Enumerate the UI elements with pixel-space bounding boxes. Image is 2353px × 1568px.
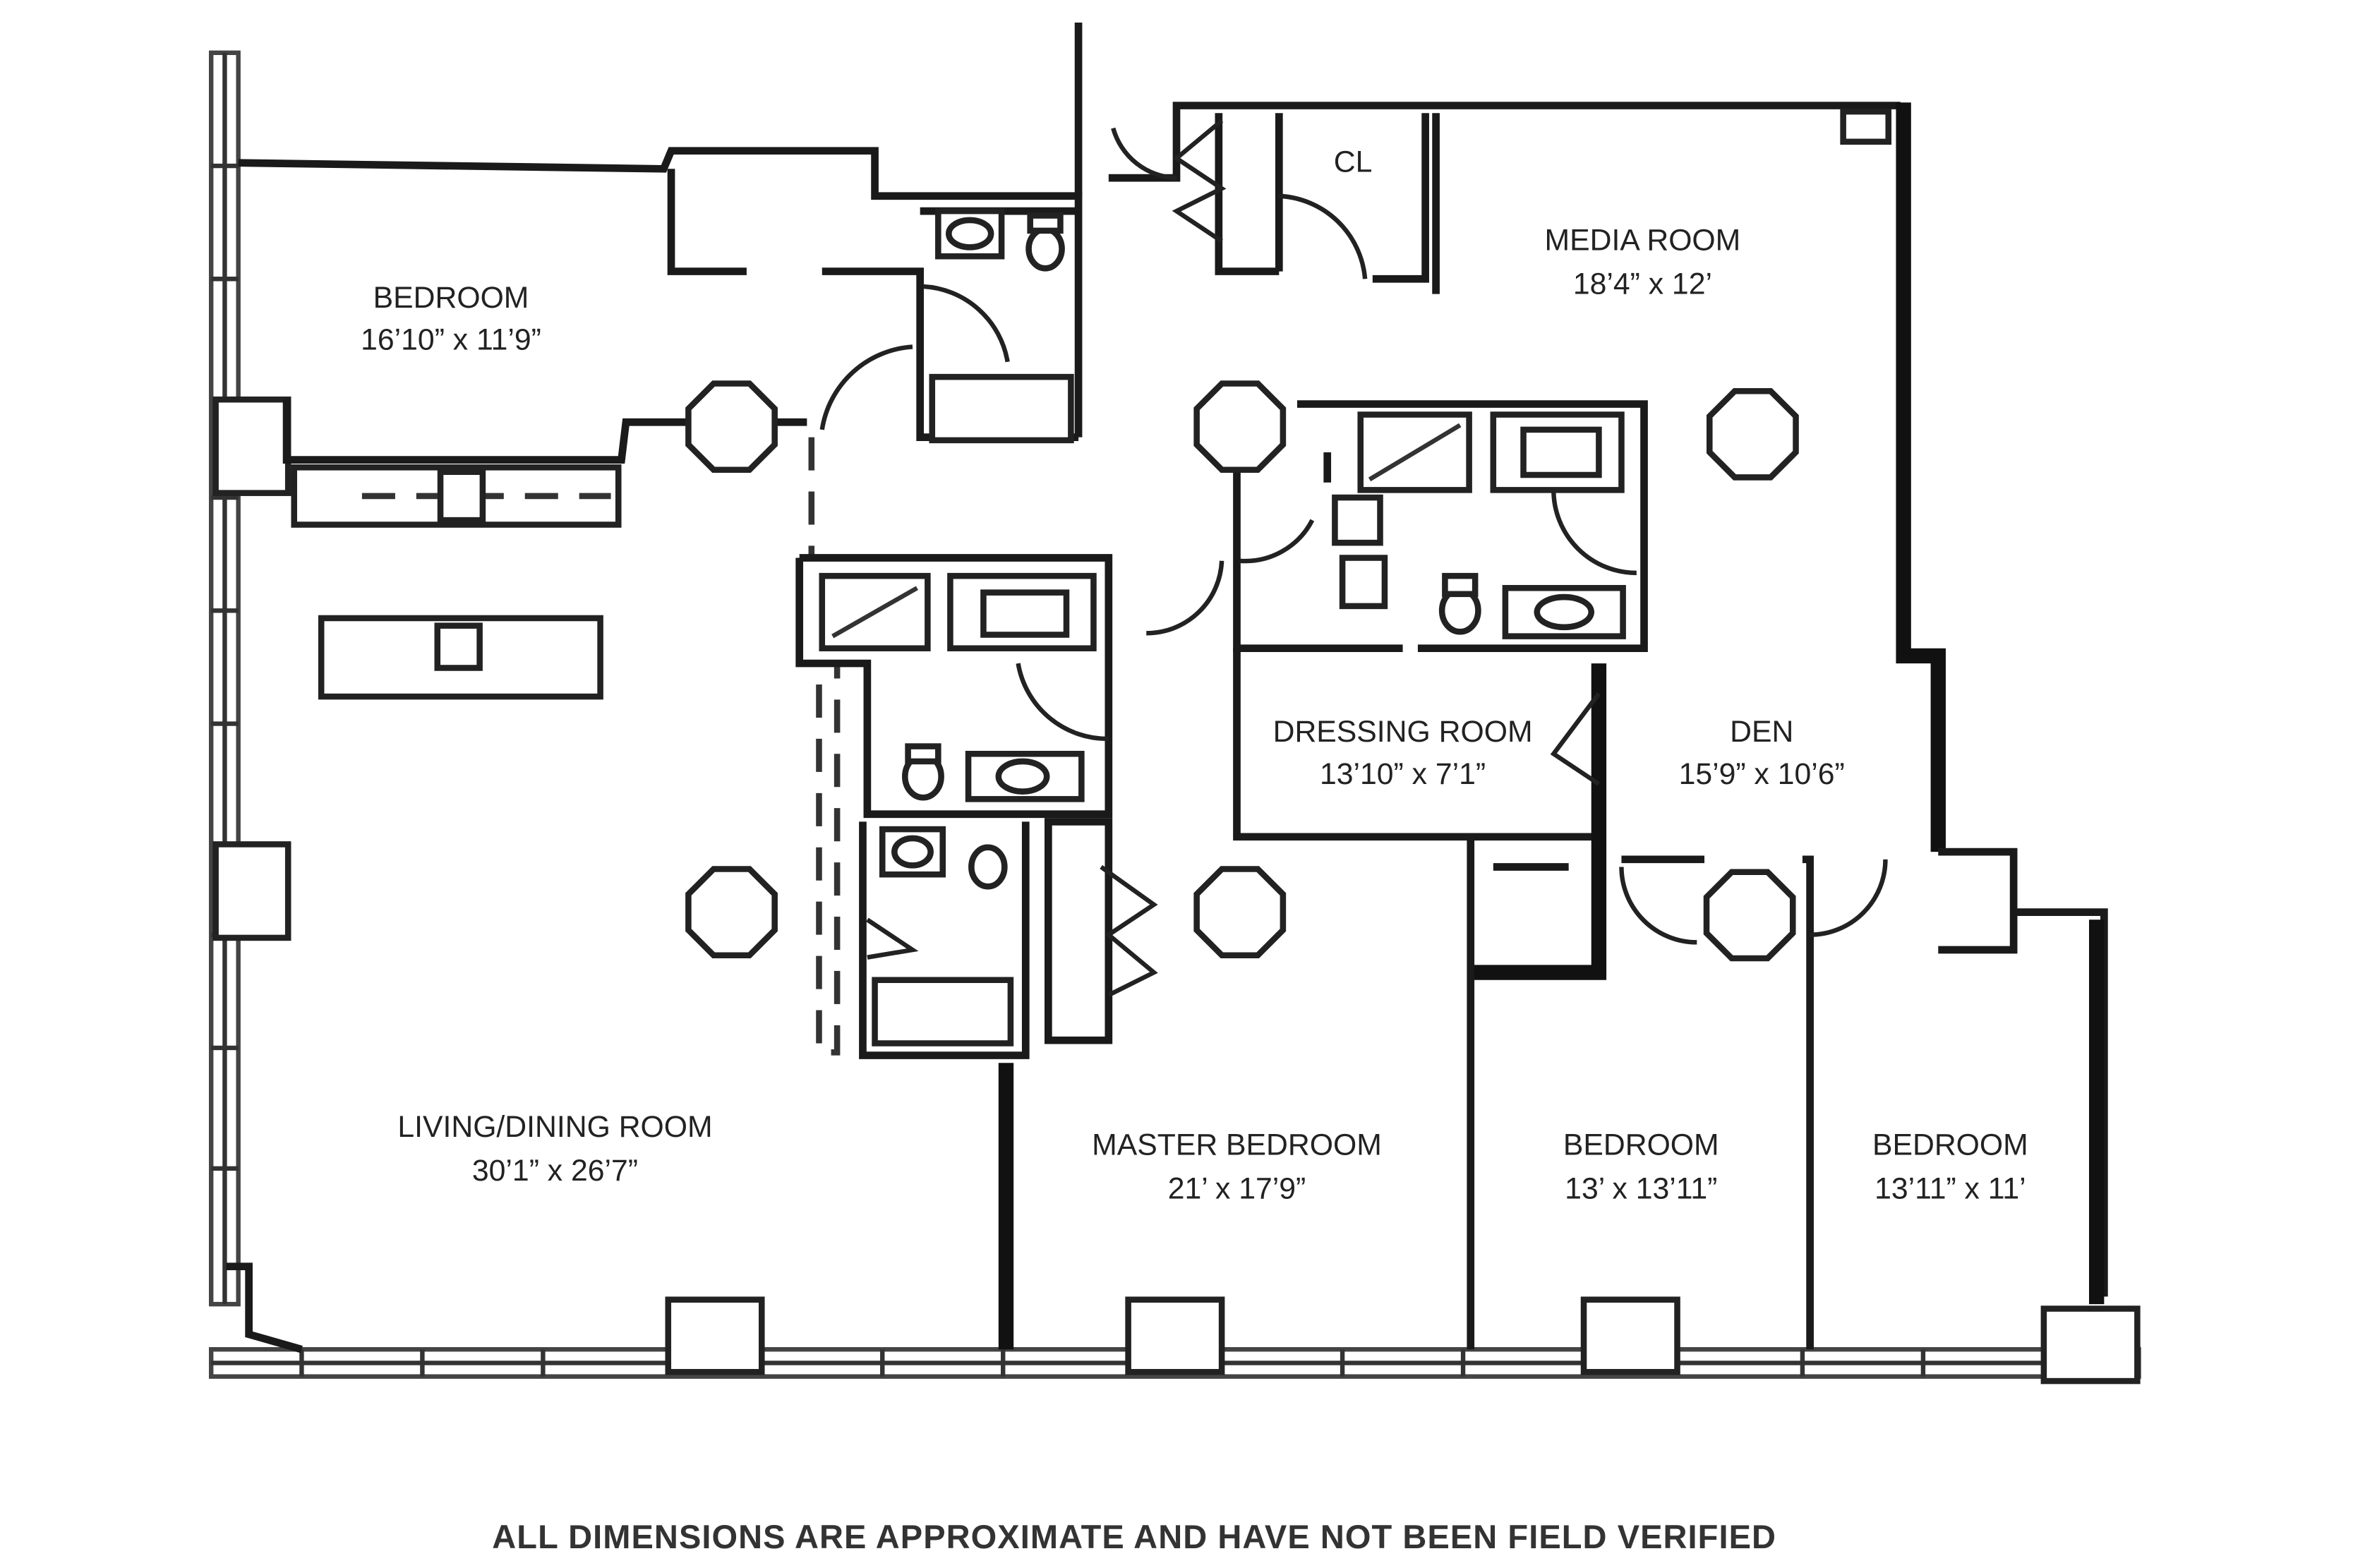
doors [819,119,1888,997]
room-label-dressing-room: DRESSING ROOM [1273,715,1533,749]
room-label-den: DEN [1730,715,1793,749]
room-dims-den: 15’9” x 10’6” [1679,757,1845,791]
room-dims-dressing-room: 13’10” x 7’1” [1320,757,1486,791]
octagon-column [685,866,778,958]
octagon-column [1703,869,1796,962]
room-labels: BEDROOM 16’10” x 11’9” CL MEDIA ROOM 18’… [361,145,2028,1206]
room-label-bedroom-1: BEDROOM [373,281,529,315]
room-dims-bedroom-1: 16’10” x 11’9” [361,323,541,357]
octagon-column [1707,387,1799,481]
room-dims-bedroom-3: 13’11” x 11’ [1874,1172,2026,1206]
room-label-bedroom-2: BEDROOM [1563,1128,1719,1162]
room-label-closet: CL [1334,145,1373,179]
room-dims-living-dining: 30’1” x 26’7” [472,1154,638,1188]
room-label-media-room: MEDIA ROOM [1545,224,1741,258]
octagon-column [1193,380,1287,474]
octagon-column [1193,866,1287,958]
columns [685,380,1799,962]
disclaimer-text: ALL DIMENSIONS ARE APPROXIMATE AND HAVE … [492,1518,1776,1555]
interior-walls [238,23,2108,1350]
room-dims-master-bedroom: 21’ x 17’9” [1168,1172,1306,1206]
exterior-shell [208,50,2141,1385]
octagon-column [685,380,778,474]
room-label-bedroom-3: BEDROOM [1872,1128,2028,1162]
room-label-living-dining: LIVING/DINING ROOM [397,1110,712,1144]
room-label-master-bedroom: MASTER BEDROOM [1092,1128,1382,1162]
room-dims-bedroom-2: 13’ x 13’11” [1565,1172,1717,1206]
room-dims-media-room: 18’4” x 12’ [1573,267,1712,301]
